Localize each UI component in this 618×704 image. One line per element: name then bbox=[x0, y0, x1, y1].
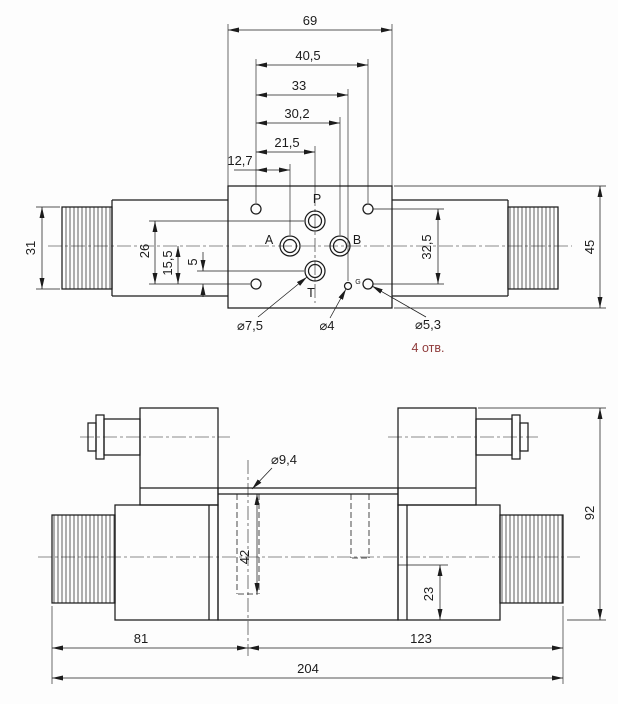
callout-fixing-hole-dia: ⌀5,3 bbox=[415, 317, 441, 332]
front-left-knurled-nut bbox=[51, 514, 116, 604]
dim-port-p-x: 21,5 bbox=[274, 135, 299, 150]
right-knurled-nut bbox=[507, 206, 559, 290]
port-label-g: G bbox=[355, 279, 360, 286]
dim-total-width: 204 bbox=[297, 661, 319, 676]
right-connector-box bbox=[397, 407, 477, 506]
left-connector-box bbox=[139, 407, 219, 506]
dim-hole-dia: ⌀9,4 bbox=[271, 452, 297, 467]
solenoid-flange-lines bbox=[208, 505, 408, 620]
dim-gauge-x: 33 bbox=[292, 78, 306, 93]
leader-hole-dia bbox=[251, 467, 273, 490]
dim-port-b-x: 30,2 bbox=[284, 106, 309, 121]
port-label-b: B bbox=[353, 233, 361, 247]
dim-port-t-y: 5 bbox=[185, 258, 200, 265]
leader-fixing-hole-dia bbox=[371, 285, 427, 318]
front-right-knurled-nut bbox=[499, 514, 564, 604]
mounting-plate bbox=[227, 185, 393, 309]
callout-gauge-port-dia: ⌀4 bbox=[319, 318, 334, 333]
top-view: 69 40,5 33 30,2 21,5 12,7 31 26 15,5 5 3… bbox=[23, 13, 606, 355]
dim-ports-ab-y: 15,5 bbox=[160, 250, 175, 275]
dim-total-height: 92 bbox=[582, 506, 597, 520]
top-view-extension-lines bbox=[36, 24, 606, 309]
callout-fixing-hole-note: 4 отв. bbox=[412, 341, 445, 355]
dim-left-offset: 81 bbox=[134, 631, 148, 646]
leader-main-port-dia bbox=[257, 276, 308, 318]
dim-hole-depth: 42 bbox=[237, 550, 252, 564]
left-knurled-nut bbox=[61, 206, 113, 290]
callout-main-port-dia: ⌀7,5 bbox=[237, 318, 263, 333]
left-solenoid bbox=[114, 504, 219, 621]
dim-holes-span-y: 32,5 bbox=[419, 234, 434, 259]
leader-gauge-port-dia bbox=[329, 288, 347, 319]
dim-plate-width: 69 bbox=[303, 13, 317, 28]
top-view-centerlines bbox=[48, 192, 572, 303]
dim-body-height: 45 bbox=[582, 240, 597, 254]
front-view-centerlines bbox=[38, 436, 580, 656]
front-view: ⌀9,4 42 23 92 81 123 204 bbox=[38, 407, 606, 684]
dim-port-p-y: 26 bbox=[137, 244, 152, 258]
port-label-t: T bbox=[307, 286, 315, 300]
dim-nut-height: 31 bbox=[23, 241, 38, 255]
port-label-p: P bbox=[313, 192, 321, 206]
right-solenoid bbox=[397, 504, 501, 621]
valve-body-outline bbox=[111, 199, 509, 297]
dim-holes-span-x: 40,5 bbox=[295, 48, 320, 63]
dim-port-a-x: 12,7 bbox=[227, 153, 252, 168]
front-view-extension-lines bbox=[51, 407, 606, 684]
dim-port-height: 23 bbox=[421, 587, 436, 601]
dim-right-offset: 123 bbox=[410, 631, 432, 646]
port-label-a: A bbox=[265, 233, 274, 247]
